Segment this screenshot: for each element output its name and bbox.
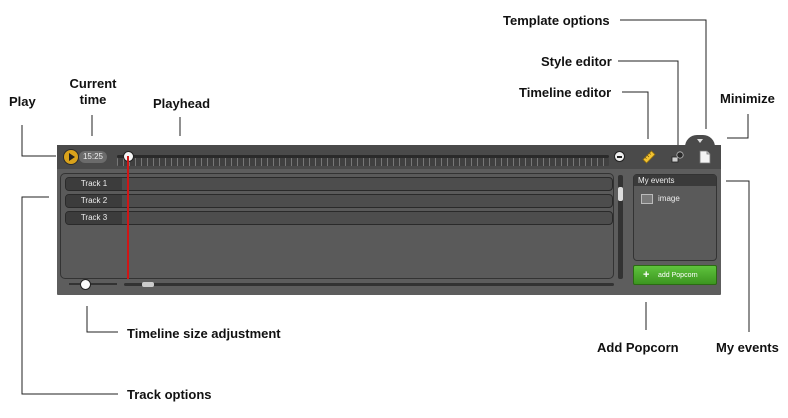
track-label[interactable]: Track 3 <box>66 212 122 224</box>
callout-style-editor: Style editor <box>541 54 612 69</box>
callout-minimize: Minimize <box>720 91 775 106</box>
callout-my-events: My events <box>716 340 779 355</box>
track-row[interactable]: Track 2 <box>65 194 613 208</box>
stop-button[interactable] <box>614 151 625 162</box>
document-icon[interactable] <box>699 150 711 164</box>
callout-add-popcorn: Add Popcorn <box>597 340 679 355</box>
popcorn-editor: 15:25 Track 1 Track 2 <box>57 135 721 295</box>
my-events-panel: My events image <box>633 174 717 261</box>
playhead-line[interactable] <box>127 156 129 279</box>
plus-icon: + <box>643 269 650 281</box>
callout-playhead: Playhead <box>153 96 211 111</box>
horizontal-scrollbar[interactable] <box>124 283 614 286</box>
track-label[interactable]: Track 1 <box>66 178 122 190</box>
style-icon[interactable] <box>671 150 685 164</box>
event-item-label[interactable]: image <box>658 194 680 203</box>
callout-play: Play <box>9 94 36 109</box>
callout-template-options: Template options <box>503 13 610 28</box>
timeline-toolbar: 15:25 <box>57 145 721 169</box>
minimize-button[interactable] <box>685 135 715 147</box>
play-button[interactable] <box>63 149 79 165</box>
callout-track-options: Track options <box>127 387 212 402</box>
image-icon[interactable] <box>641 194 653 204</box>
current-time[interactable]: 15:25 <box>79 151 107 163</box>
callout-timeline-editor: Timeline editor <box>519 85 612 100</box>
add-popcorn-label: add Popcorn <box>658 272 698 279</box>
track-label[interactable]: Track 2 <box>66 195 122 207</box>
timeline-ruler[interactable] <box>117 158 609 166</box>
track-row[interactable]: Track 3 <box>65 211 613 225</box>
callout-current-time: Current time <box>69 76 117 107</box>
my-events-header: My events <box>634 175 716 186</box>
callout-timeline-size: Timeline size adjustment <box>127 326 281 341</box>
vertical-scroll-thumb[interactable] <box>618 187 623 201</box>
timeline-zoom-track[interactable] <box>69 283 117 285</box>
scrubber-track[interactable] <box>117 155 609 158</box>
tracks-container: Track 1 Track 2 Track 3 <box>60 173 614 279</box>
add-popcorn-button[interactable]: + add Popcorn <box>633 265 717 285</box>
timeline-zoom-handle[interactable] <box>80 279 91 290</box>
vertical-scrollbar[interactable] <box>618 175 623 279</box>
horizontal-scroll-thumb[interactable] <box>142 282 154 287</box>
track-row[interactable]: Track 1 <box>65 177 613 191</box>
ruler-icon[interactable] <box>642 150 656 164</box>
